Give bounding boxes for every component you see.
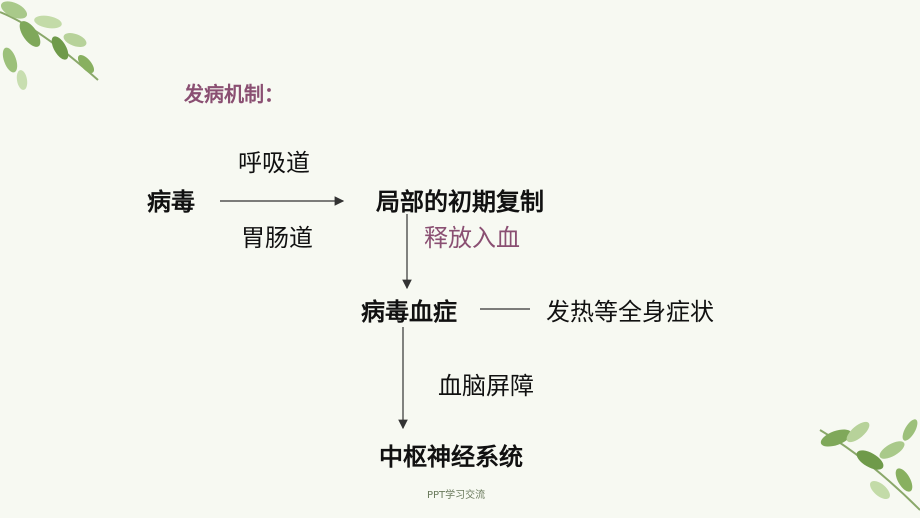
- route-respiratory: 呼吸道: [238, 149, 310, 177]
- cns-label: 中枢神经系统: [379, 443, 523, 471]
- slide-title: 发病机制：: [184, 82, 284, 106]
- blood-brain-barrier-label: 血脑屏障: [438, 372, 534, 400]
- release-into-blood-label: 释放入血: [424, 224, 520, 252]
- viremia-label: 病毒血症: [361, 298, 457, 326]
- footer-text: PPT学习交流: [427, 490, 486, 501]
- local-replication-label: 局部的初期复制: [376, 188, 544, 216]
- virus-label: 病毒: [147, 188, 195, 216]
- leaf-decoration-top-left-icon: [0, 1, 99, 90]
- leaf-decoration-bottom-right-icon: [819, 419, 920, 511]
- route-gastrointestinal: 胃肠道: [241, 224, 313, 252]
- systemic-symptoms-label: 发热等全身症状: [546, 298, 714, 326]
